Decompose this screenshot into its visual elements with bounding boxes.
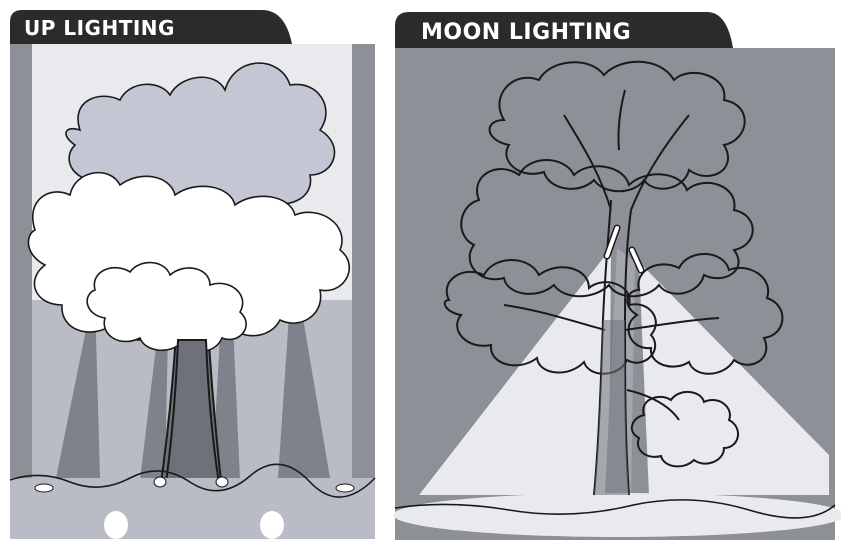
moon-lighting-panel: MOON LIGHTING xyxy=(389,0,841,543)
up-lighting-illustration xyxy=(0,0,385,543)
ground-light-pool xyxy=(393,493,841,537)
up-lighting-title: UP LIGHTING xyxy=(24,16,175,40)
moon-lighting-illustration xyxy=(389,0,841,543)
up-lighting-panel: UP LIGHTING xyxy=(0,0,385,543)
moon-lighting-title: MOON LIGHTING xyxy=(421,20,631,45)
